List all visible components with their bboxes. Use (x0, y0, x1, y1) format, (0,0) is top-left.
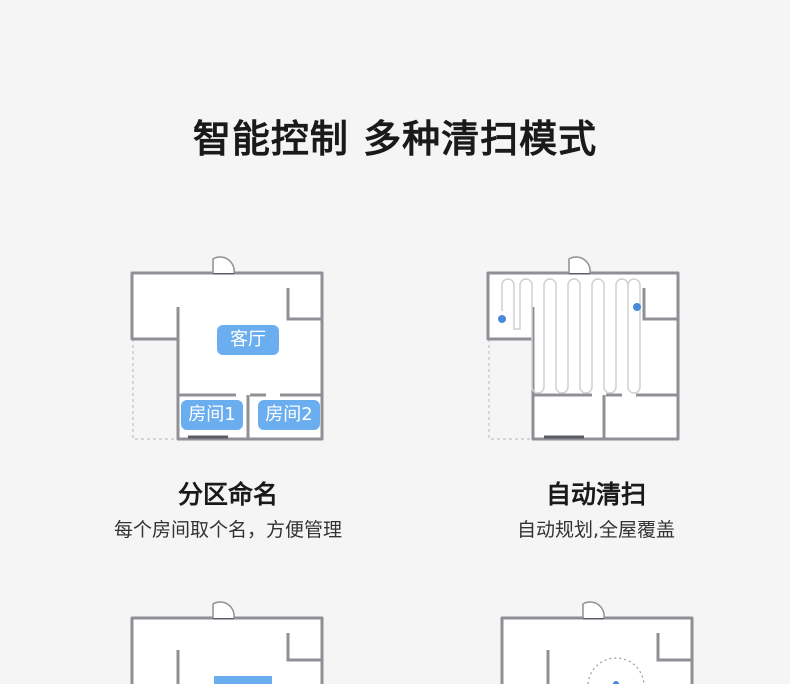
feature-title: 自动清扫 (545, 480, 646, 509)
feature-card-partial-left (48, 600, 408, 684)
feature-title: 分区命名 (177, 480, 278, 509)
page-title: 智能控制 多种清扫模式 (192, 117, 598, 161)
floorplan-zone-naming-illustration (130, 256, 324, 441)
floorplan-auto-clean-illustration (486, 256, 680, 441)
room-label-room-1[interactable]: 房间1 (181, 400, 243, 430)
feature-card-zone-naming: 客厅 房间1 房间2 分区命名 每个房间取个名，方便管理 (48, 255, 408, 545)
feature-card-partial-right (416, 600, 776, 684)
room-label-room-2[interactable]: 房间2 (258, 400, 320, 430)
cleaning-path (501, 278, 641, 394)
floorplan-partial-illustration (130, 601, 324, 684)
feature-card-auto-clean: 自动清扫 自动规划,全屋覆盖 (416, 255, 776, 545)
feature-description: 每个房间取个名，方便管理 (113, 519, 342, 541)
feature-description: 自动规划,全屋覆盖 (516, 519, 676, 541)
room-label-living-room[interactable]: 客厅 (217, 325, 279, 355)
floorplan-partial-illustration (500, 601, 694, 684)
